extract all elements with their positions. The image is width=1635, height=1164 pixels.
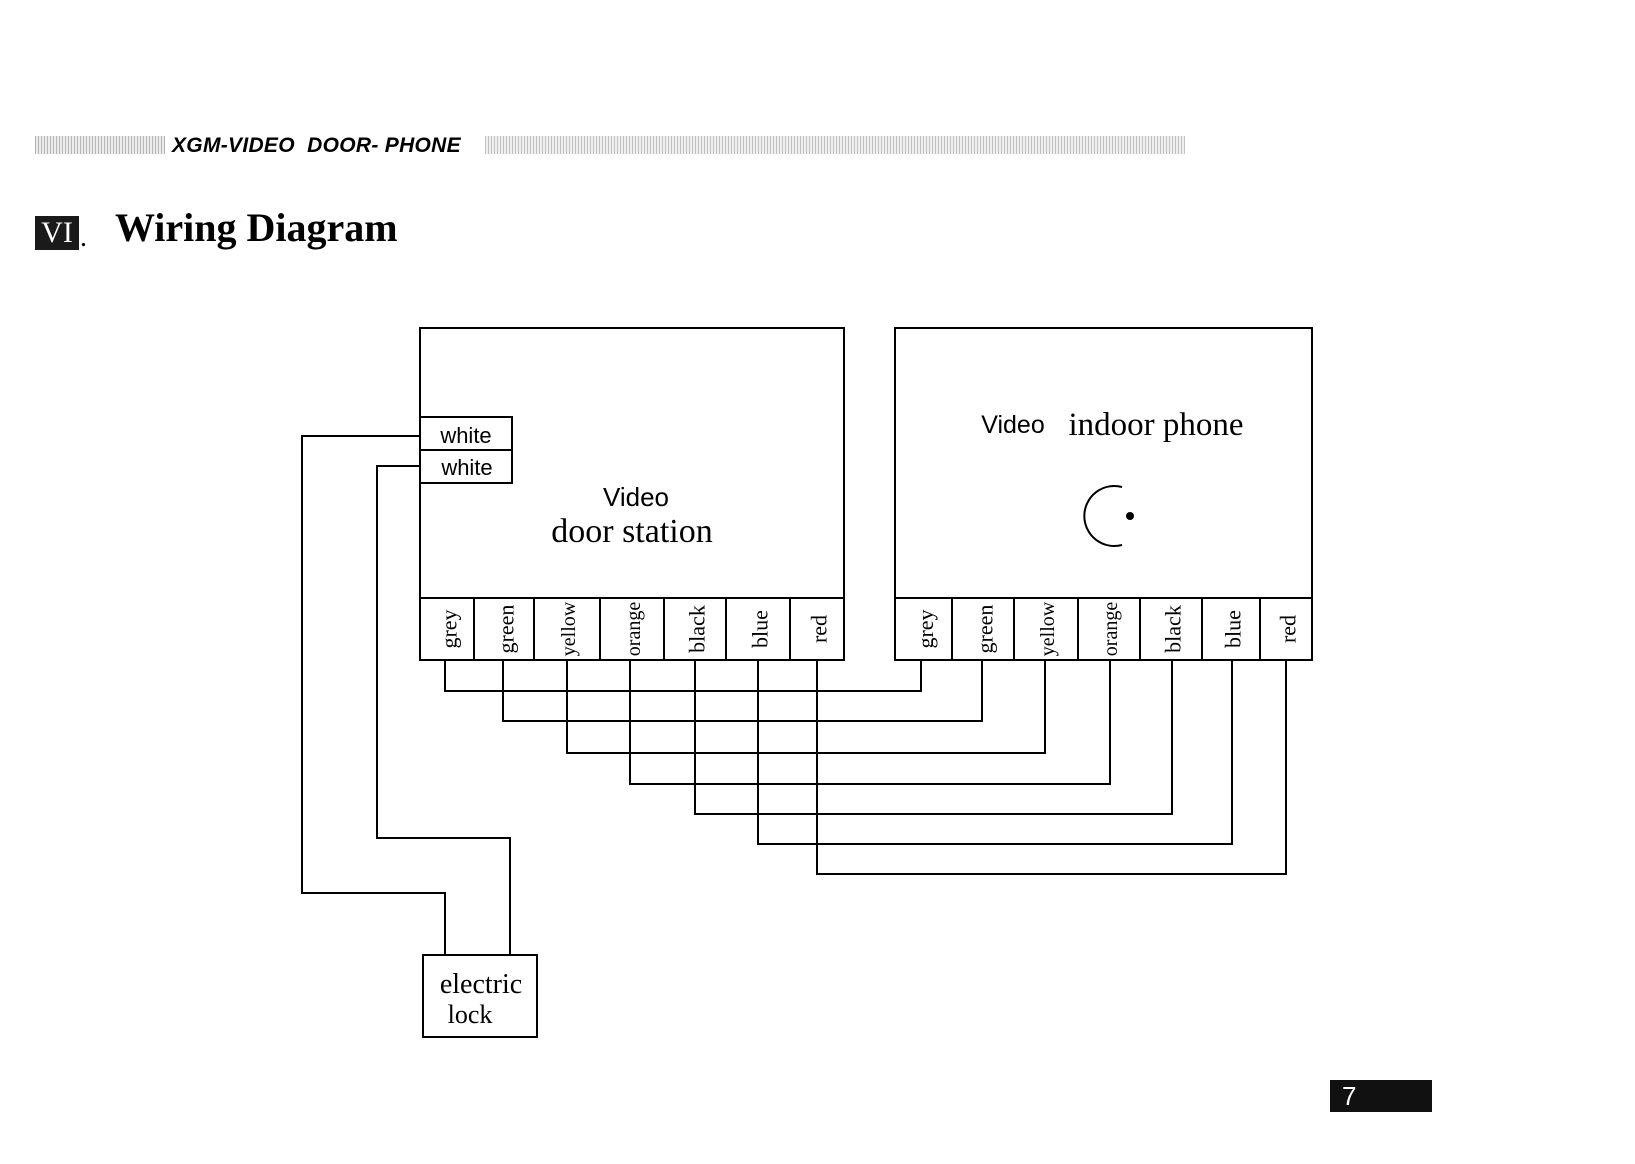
door-station-wire-label-green: green <box>494 605 519 654</box>
header-stripe-right <box>485 136 1185 154</box>
door-station-label-line2: door station <box>551 513 712 550</box>
door-station-label-line1: Video <box>603 482 669 512</box>
electric-lock-box <box>422 954 538 1038</box>
indoor-phone-label-video: Video <box>981 411 1045 439</box>
section-number: VI <box>35 216 79 250</box>
indoor-phone-arc-icon <box>1083 485 1123 547</box>
page-number: 7 <box>1330 1080 1432 1112</box>
electric-lock-label-line2: lock <box>448 1000 493 1029</box>
wire-blue <box>757 660 1233 845</box>
electric-lock-label-line1: electric <box>440 969 522 1000</box>
door-station-wire-label-blue: blue <box>748 610 773 648</box>
indoor-phone-wire-label-yellow: yellow <box>1037 601 1059 656</box>
white-wire-2 <box>376 465 511 955</box>
indoor-phone-wire-label-blue: blue <box>1221 610 1246 648</box>
door-station-wire-label-red: red <box>807 615 832 643</box>
white-terminal-1-label: white <box>439 423 491 448</box>
door-station-wire-label-grey: grey <box>437 609 462 648</box>
wire-yellow <box>566 660 1046 754</box>
indoor-phone-wire-label-grey: grey <box>913 609 938 648</box>
indoor-phone-wire-label-red: red <box>1276 615 1301 643</box>
indoor-phone-box <box>894 327 1313 661</box>
door-station-wire-label-yellow: yellow <box>558 601 580 656</box>
header-bar <box>35 134 1185 158</box>
door-station-wire-label-orange: orange <box>623 602 645 657</box>
wire-red <box>816 660 1287 875</box>
door-station-box <box>419 327 845 661</box>
header-title: XGM-VIDEO DOOR- PHONE <box>172 134 461 157</box>
white-terminal-2-label: white <box>440 455 492 480</box>
indoor-phone-label-rest: indoor phone <box>1068 407 1243 443</box>
wire-black <box>694 660 1173 815</box>
wire-orange <box>629 660 1111 785</box>
indoor-phone-dot-icon <box>1126 512 1134 520</box>
wire-green <box>502 660 983 722</box>
section-title: Wiring Diagram <box>115 205 398 250</box>
door-station-wire-label-black: black <box>685 605 710 653</box>
indoor-phone-wire-label-green: green <box>973 605 998 654</box>
header-stripe-left <box>35 136 165 154</box>
wire-grey <box>444 660 922 692</box>
indoor-phone-wire-label-black: black <box>1161 605 1186 653</box>
section-dot: . <box>80 222 87 253</box>
white-wire-1 <box>301 435 446 955</box>
indoor-phone-wire-label-orange: orange <box>1100 602 1122 657</box>
